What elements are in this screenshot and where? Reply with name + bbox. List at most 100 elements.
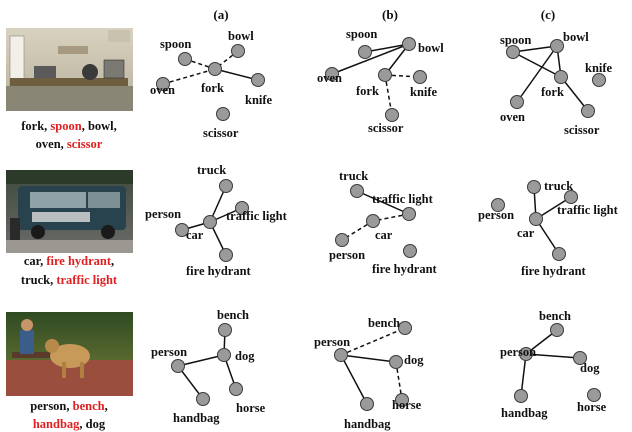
node-label: dog <box>235 349 255 363</box>
caption-text: , <box>44 119 50 133</box>
solid-edge <box>340 354 397 363</box>
solid-edge <box>512 45 558 53</box>
caption-line: truck, traffic light <box>21 273 118 287</box>
graph-node <box>178 52 192 66</box>
node-label: bench <box>217 308 249 322</box>
caption-text: oven <box>36 137 61 151</box>
node-label: bowl <box>563 30 589 44</box>
node-label: traffic light <box>226 209 288 223</box>
graph-node <box>217 348 231 362</box>
node-label: traffic light <box>557 203 619 217</box>
solid-edge <box>331 43 410 75</box>
graph-node <box>216 107 230 121</box>
column-header-a: (a) <box>213 7 228 22</box>
node-label: truck <box>197 163 226 177</box>
graph-node <box>385 108 399 122</box>
node-label: fork <box>541 85 564 99</box>
node-label: fire hydrant <box>372 262 438 276</box>
node-label: dog <box>404 353 424 367</box>
graph-node <box>334 348 348 362</box>
caption-line: fork, spoon, bowl, <box>21 119 117 133</box>
caption-text: , <box>61 137 67 151</box>
caption-text: , <box>111 254 114 268</box>
graph-node <box>366 214 380 228</box>
graph-node <box>208 62 222 76</box>
graph-node <box>398 321 412 335</box>
solid-edge <box>525 353 581 359</box>
caption-line: oven, scissor <box>36 137 103 151</box>
graph-node <box>360 397 374 411</box>
caption-text: , <box>105 399 108 413</box>
caption-text: , <box>50 273 56 287</box>
node-label: bowl <box>418 41 444 55</box>
node-label: bowl <box>228 29 254 43</box>
node-label: person <box>329 248 365 262</box>
street-van-photo <box>6 170 133 253</box>
graph-node <box>554 70 568 84</box>
node-label: person <box>145 207 181 221</box>
solid-edge <box>177 354 225 367</box>
graph-node <box>550 39 564 53</box>
graph-node <box>251 73 265 87</box>
node-label: handbag <box>173 411 220 425</box>
graph-node <box>581 104 595 118</box>
node-label: spoon <box>346 27 377 41</box>
graph-node <box>527 180 541 194</box>
node-label: oven <box>150 83 175 97</box>
caption-highlight: fire hydrant <box>46 254 112 268</box>
node-label: handbag <box>344 417 391 431</box>
caption-text: , <box>40 254 46 268</box>
node-label: horse <box>392 398 422 412</box>
graph-node <box>491 198 505 212</box>
node-label: spoon <box>160 37 191 51</box>
caption-text: , dog <box>79 417 105 431</box>
node-label: dog <box>580 361 600 375</box>
caption-text: person <box>30 399 66 413</box>
graph-node <box>514 389 528 403</box>
node-label: person <box>500 345 536 359</box>
dashed-edge <box>184 58 216 70</box>
park-dog-photo <box>6 312 133 396</box>
caption-line: handbag, dog <box>33 417 106 431</box>
graph-node <box>564 190 578 204</box>
graph-node <box>552 247 566 261</box>
node-label: horse <box>236 401 266 415</box>
node-label: person <box>151 345 187 359</box>
caption-text: fork <box>21 119 44 133</box>
scene-graph-row3-a: bench person dog horse handbag <box>151 308 266 425</box>
caption-highlight: scissor <box>67 137 103 151</box>
caption-text: , bowl, <box>82 119 117 133</box>
graph-node <box>335 233 349 247</box>
caption-highlight: traffic light <box>56 273 118 287</box>
graph-node <box>402 207 416 221</box>
node-label: person <box>478 208 514 222</box>
solid-edge <box>364 43 410 53</box>
graph-node <box>358 45 372 59</box>
graph-node <box>219 179 233 193</box>
graph-node <box>229 382 243 396</box>
node-label: handbag <box>501 406 548 420</box>
solid-edge <box>560 76 589 112</box>
graph-node <box>171 359 185 373</box>
graph-node <box>156 77 170 91</box>
graph-node <box>196 392 210 406</box>
graph-node <box>402 37 416 51</box>
solid-edge <box>356 190 410 215</box>
caption-line: person, bench, <box>30 399 107 413</box>
caption-text: truck <box>21 273 50 287</box>
caption-text: , <box>66 399 72 413</box>
node-label: horse <box>577 400 607 414</box>
node-label: truck <box>339 169 368 183</box>
node-label: car <box>517 226 535 240</box>
graph-node <box>235 201 249 215</box>
